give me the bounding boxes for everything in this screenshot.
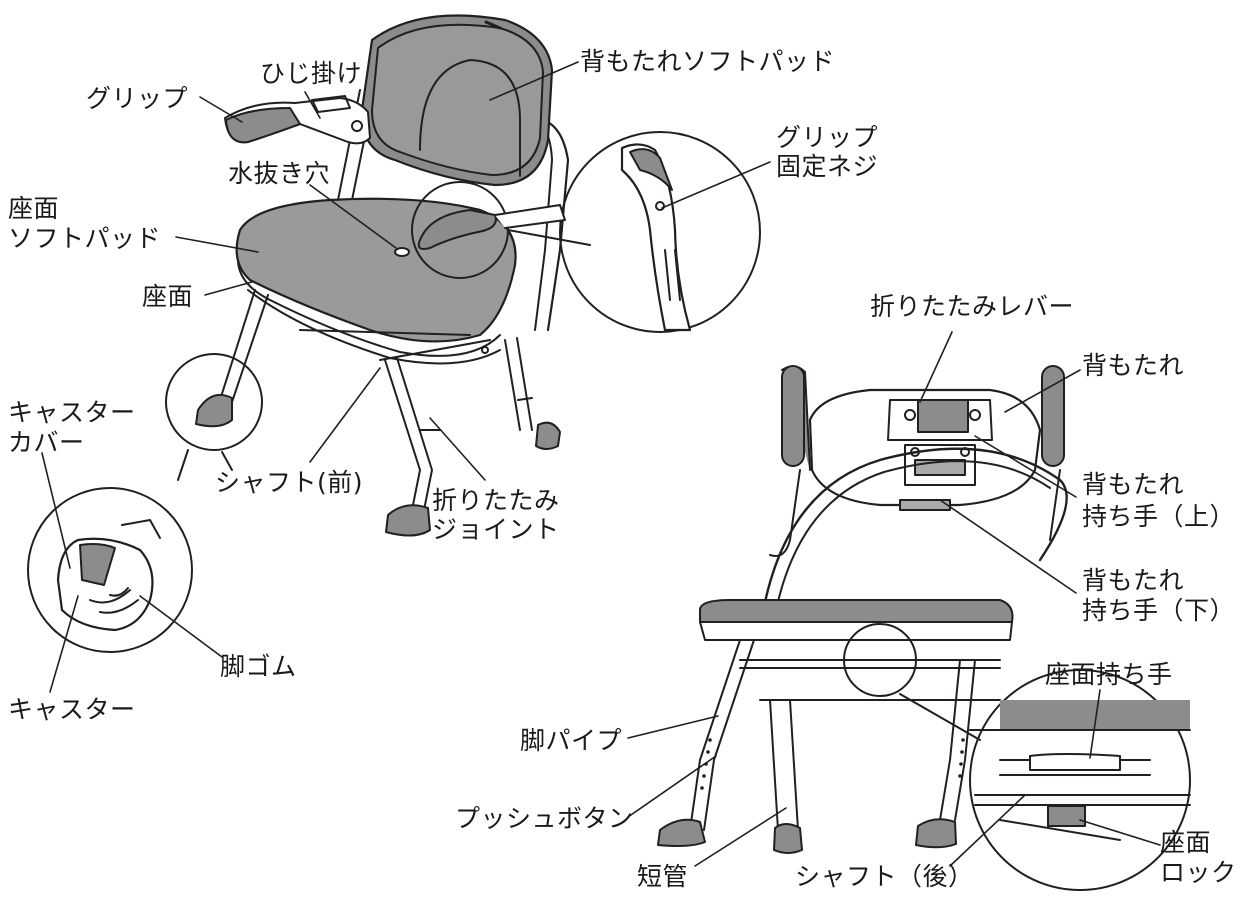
label-seat-lock-line1: 座面 bbox=[1160, 828, 1212, 857]
label-leg-pipe: 脚パイプ bbox=[520, 726, 623, 755]
label-short-tube: 短管 bbox=[637, 862, 689, 891]
leader-lines bbox=[41, 61, 1161, 867]
label-backrest: 背もたれ bbox=[1082, 351, 1185, 380]
leg-rubber-front-left bbox=[195, 394, 233, 428]
label-push-button: プッシュボタン bbox=[455, 804, 634, 833]
rear-backrest bbox=[808, 388, 1042, 507]
label-back-handle-upper-line2: 持ち手（上） bbox=[1082, 502, 1236, 531]
label-drain-hole: 水抜き穴 bbox=[228, 159, 331, 188]
front-chair-drawing bbox=[27, 14, 761, 653]
label-armrest: ひじ掛け bbox=[260, 59, 363, 88]
label-seat-handle: 座面持ち手 bbox=[1045, 660, 1173, 689]
label-grip-fix-screw-line1: グリップ bbox=[776, 123, 879, 152]
rear-seat bbox=[699, 599, 1014, 623]
label-caster: キャスター bbox=[8, 695, 136, 724]
label-grip-fix-screw-line2: 固定ネジ bbox=[776, 152, 879, 181]
label-backrest-soft-pad: 背もたれソフトパッド bbox=[580, 47, 836, 76]
label-back-handle-upper-line1: 背もたれ bbox=[1082, 470, 1185, 499]
label-seat-front: 座面 bbox=[142, 282, 194, 311]
rear-chair-drawing bbox=[657, 365, 1191, 891]
label-grip: グリップ bbox=[86, 84, 189, 113]
grip-detail bbox=[620, 143, 692, 332]
label-folding-lever: 折りたたみレバー bbox=[870, 292, 1075, 321]
label-back-handle-lower-line2: 持ち手（下） bbox=[1082, 596, 1236, 625]
seat-lock bbox=[1047, 805, 1086, 827]
leg-rubber-front-right bbox=[385, 504, 431, 537]
label-shaft-front: シャフト(前) bbox=[215, 468, 364, 497]
label-seat-soft-pad-line2: ソフトパッド bbox=[8, 224, 162, 253]
label-leg-rubber: 脚ゴム bbox=[220, 652, 297, 681]
label-caster-cover-line2: カバー bbox=[8, 428, 85, 457]
label-folding-joint-line1: 折りたたみ bbox=[432, 486, 560, 515]
label-folding-joint-line2: ジョイント bbox=[432, 515, 560, 544]
label-caster-cover-line1: キャスター bbox=[8, 398, 136, 427]
label-back-handle-lower-line1: 背もたれ bbox=[1082, 566, 1185, 595]
label-shaft-rear: シャフト（後） bbox=[795, 862, 974, 891]
label-seat-soft-pad-line1: 座面 bbox=[8, 194, 60, 223]
label-seat-lock-line2: ロック bbox=[1160, 858, 1237, 887]
